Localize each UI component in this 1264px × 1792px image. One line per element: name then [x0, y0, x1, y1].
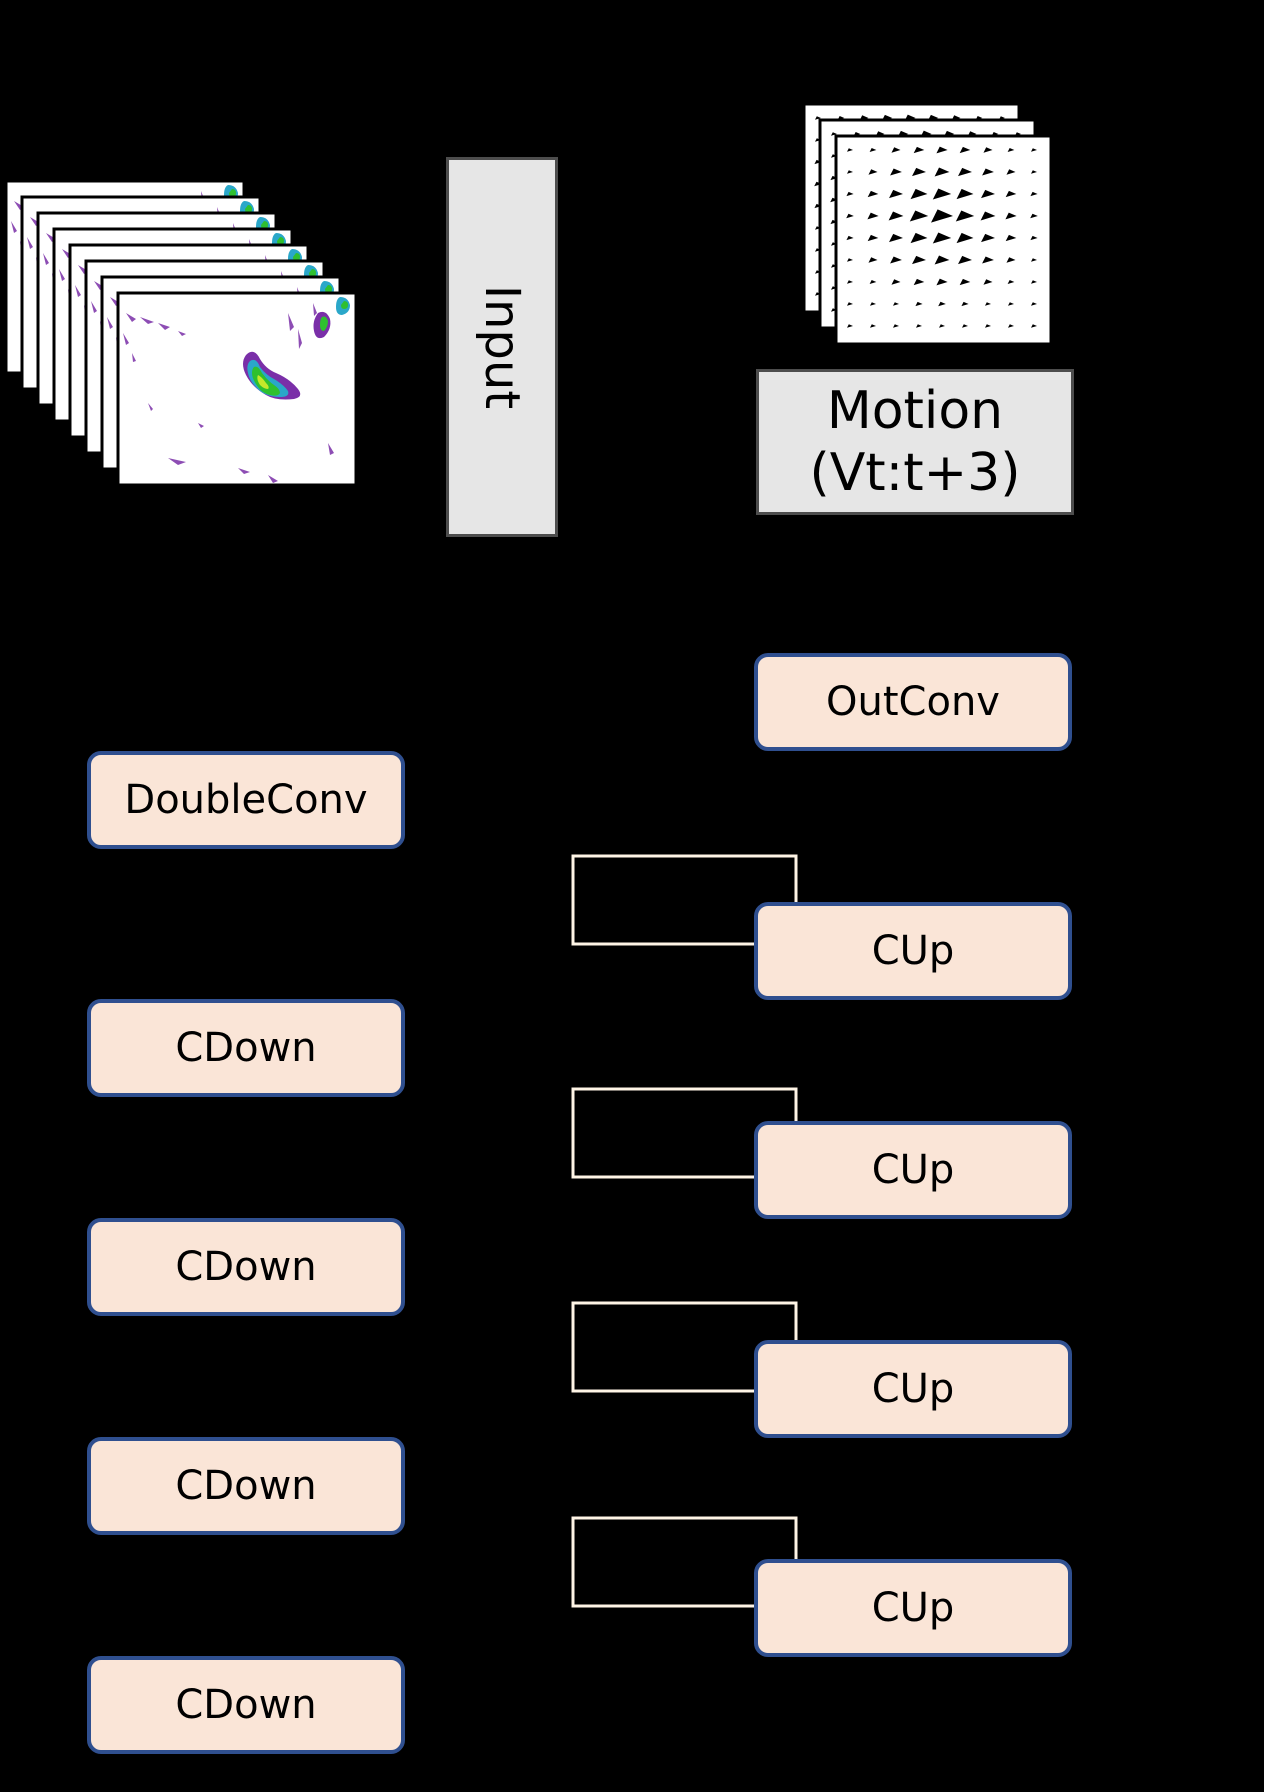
encoder-block-cdown-3: CDown	[87, 1437, 405, 1535]
decoder-block-cup-4: CUp	[754, 1559, 1072, 1657]
encoder-block-doubleconv: DoubleConv	[87, 751, 405, 849]
skip-connection-line	[571, 1301, 798, 1393]
motion-output-box: Motion (Vt:t+3)	[756, 369, 1074, 515]
motion-vector-frame	[834, 134, 1053, 346]
decoder-block-outconv: OutConv	[754, 653, 1072, 751]
skip-connection-line	[571, 854, 798, 946]
input-box: Input	[446, 157, 558, 537]
encoder-block-cdown-2: CDown	[87, 1218, 405, 1316]
motion-subtitle: (Vt:t+3)	[809, 443, 1021, 503]
decoder-block-cup-2: CUp	[754, 1121, 1072, 1219]
radar-frame	[116, 291, 358, 487]
skip-connection-line	[571, 1516, 798, 1608]
decoder-block-cup-3: CUp	[754, 1340, 1072, 1438]
motion-title: Motion	[826, 380, 1004, 441]
input-label: Input	[474, 284, 530, 410]
skip-connection-line	[571, 1087, 798, 1179]
decoder-block-cup-1: CUp	[754, 902, 1072, 1000]
motion-vector-field-stack-icon	[802, 102, 1053, 346]
encoder-block-cdown-4: CDown	[87, 1656, 405, 1754]
radar-frame-stack-icon	[4, 179, 358, 487]
encoder-block-cdown-1: CDown	[87, 999, 405, 1097]
skip-connections	[571, 854, 798, 1608]
